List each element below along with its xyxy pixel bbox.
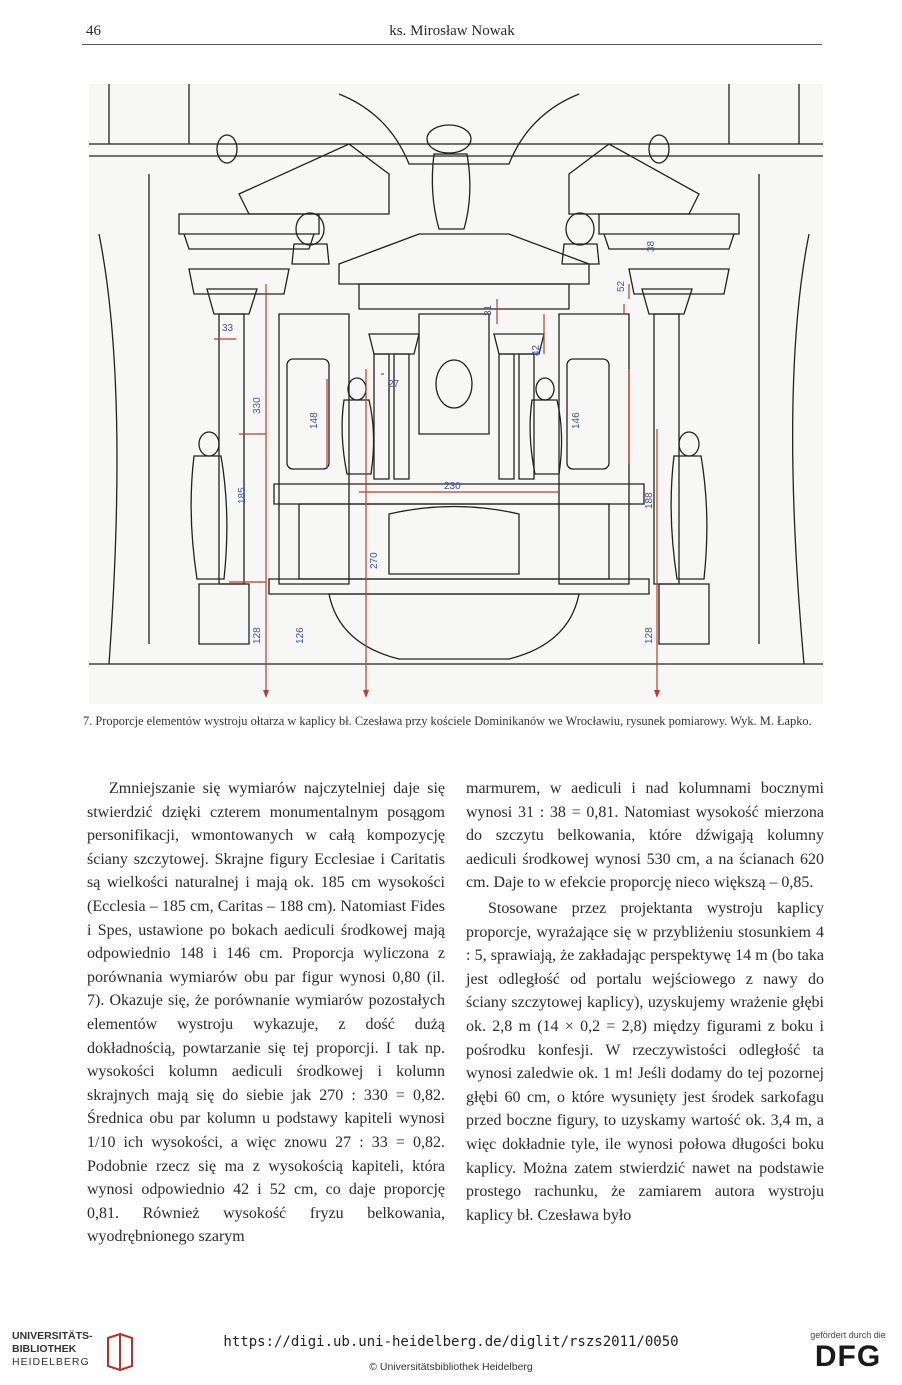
figure-caption: 7. Proporcje elementów wystroju ołtarza …: [83, 714, 812, 728]
dimension-label: 185: [237, 487, 248, 504]
dimension-label: 31: [483, 304, 494, 316]
dimension-label: 33: [222, 323, 234, 334]
dimension-label: 148: [309, 412, 320, 429]
paragraph: marmurem, w aediculi i nad kolumnami boc…: [466, 780, 824, 892]
dimension-label: 38: [646, 240, 657, 252]
paragraph: Stosowane przez projektanta wystroju kap…: [466, 899, 824, 1224]
dimension-label: 52: [616, 280, 627, 292]
body-right-column: marmurem, w aediculi i nad kolumnami boc…: [466, 777, 824, 1227]
funder-logo[interactable]: gefördert durch die DFG: [800, 1330, 896, 1380]
paragraph: Zmniejszanie się wymiarów najczytelniej …: [87, 780, 445, 1246]
body-left-column: Zmniejszanie się wymiarów najczytelniej …: [87, 777, 445, 1249]
dimension-label: 146: [571, 412, 582, 429]
dimension-label: 42: [531, 344, 542, 356]
dimension-label: 230: [444, 481, 461, 492]
library-logo[interactable]: UNIVERSITÄTS- BIBLIOTHEK HEIDELBERG: [12, 1330, 142, 1376]
library-logo-line: UNIVERSITÄTS-: [12, 1330, 93, 1342]
library-logo-line: HEIDELBERG: [12, 1356, 90, 1368]
dimension-label: 270: [369, 552, 380, 569]
dimension-label: 188: [644, 492, 655, 509]
page-number: 46: [86, 23, 101, 39]
dimension-label: 128: [644, 627, 655, 644]
running-head: ks. Mirosław Nowak: [389, 23, 515, 39]
altar-drawing-figure: 33 330 185 128 126 148 27 31 42 52 38 14…: [89, 84, 823, 704]
dimension-label: 126: [295, 627, 306, 644]
copyright-notice: © Universitätsbibliothek Heidelberg: [369, 1361, 533, 1373]
page-header: 46 ks. Mirosław Nowak: [82, 22, 822, 45]
dfg-logo: DFG: [814, 1340, 882, 1373]
dimension-label: 27: [388, 379, 400, 390]
library-logo-line: BIBLIOTHEK: [12, 1343, 77, 1355]
funder-label: gefördert durch die: [810, 1330, 886, 1340]
altar-drawing: 33 330 185 128 126 148 27 31 42 52 38 14…: [89, 84, 823, 698]
library-mark-icon: [107, 1332, 133, 1372]
source-url-link[interactable]: https://digi.ub.uni-heidelberg.de/diglit…: [223, 1334, 679, 1350]
dimension-label: 128: [252, 627, 263, 644]
dimension-label: 330: [252, 397, 263, 414]
